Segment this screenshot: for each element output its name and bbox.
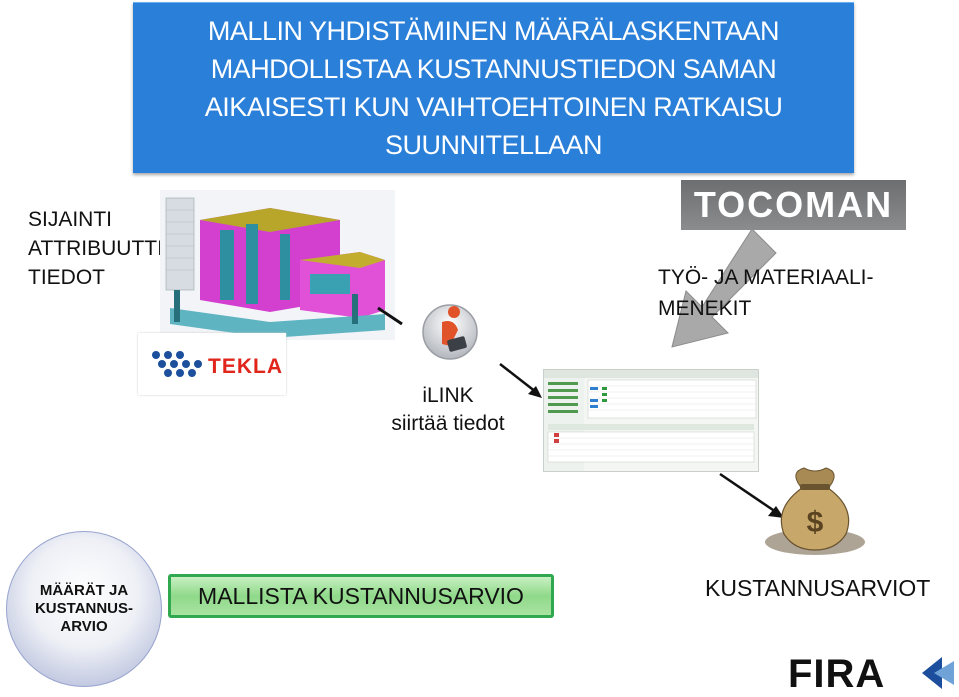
tekla-mark-icon (152, 351, 202, 377)
screenshot-graphic (544, 370, 758, 471)
fira-mark-icon (922, 657, 954, 689)
circle-line-2: KUSTANNUS- (34, 600, 134, 617)
work-material-label: TYÖ- JA MATERIAALI- MENEKIT (658, 262, 873, 324)
location-attribute-label: SIJAINTI ATTRIBUUTTI- TIEDOT (28, 205, 170, 292)
software-screenshot-icon (543, 369, 759, 472)
left-label-line-2: ATTRIBUUTTI- (28, 237, 170, 260)
left-label-line-1: SIJAINTI (28, 208, 113, 231)
left-label-line-3: TIEDOT (28, 266, 105, 289)
circle-line-3: ARVIO (60, 618, 108, 635)
tocoman-logo: TOCOMAN (681, 180, 906, 230)
right-label-line-2: MENEKIT (658, 297, 752, 320)
tekla-logo (138, 333, 286, 395)
ilink-app-icon (422, 304, 478, 360)
fira-logo: FIRA (788, 652, 886, 696)
money-arrow-icon (719, 472, 784, 518)
svg-text:$: $ (807, 506, 824, 539)
circle-line-1: MÄÄRÄT JA (39, 582, 129, 599)
banner-line-1: MALLIN YHDISTÄMINEN MÄÄRÄLASKENTAAN (207, 16, 780, 46)
model-to-estimate-bar: MALLISTA KUSTANNUSARVIO (168, 574, 554, 618)
ilink-arrow-icon (499, 363, 542, 398)
banner-line-3: AIKAISESTI KUN VAIHTOEHTOINEN RATKAISU (204, 92, 783, 122)
building-model-icon (160, 190, 395, 340)
ilink-line-1: iLINK (422, 384, 474, 407)
quantities-costs-circle: MÄÄRÄT JA KUSTANNUS- ARVIO (6, 531, 162, 687)
ilink-line-2: siirtää tiedot (391, 412, 505, 435)
tekla-wordmark: TEKLA (208, 355, 283, 378)
banner-line-2: MAHDOLLISTAA KUSTANNUSTIEDON SAMAN (210, 54, 777, 84)
money-bag-icon: $ (765, 467, 865, 555)
headline-banner: MALLIN YHDISTÄMINEN MÄÄRÄLASKENTAAN MAHD… (133, 2, 854, 173)
cost-estimates-label: KUSTANNUSARVIOT (705, 575, 931, 601)
right-label-line-1: TYÖ- JA MATERIAALI- (658, 266, 874, 289)
short-arrow-icon (377, 306, 403, 326)
banner-line-4: SUUNNITELLAAN (384, 130, 603, 160)
gray-arrow-icon (671, 228, 777, 348)
ilink-label: iLINK siirtää tiedot (378, 382, 518, 438)
